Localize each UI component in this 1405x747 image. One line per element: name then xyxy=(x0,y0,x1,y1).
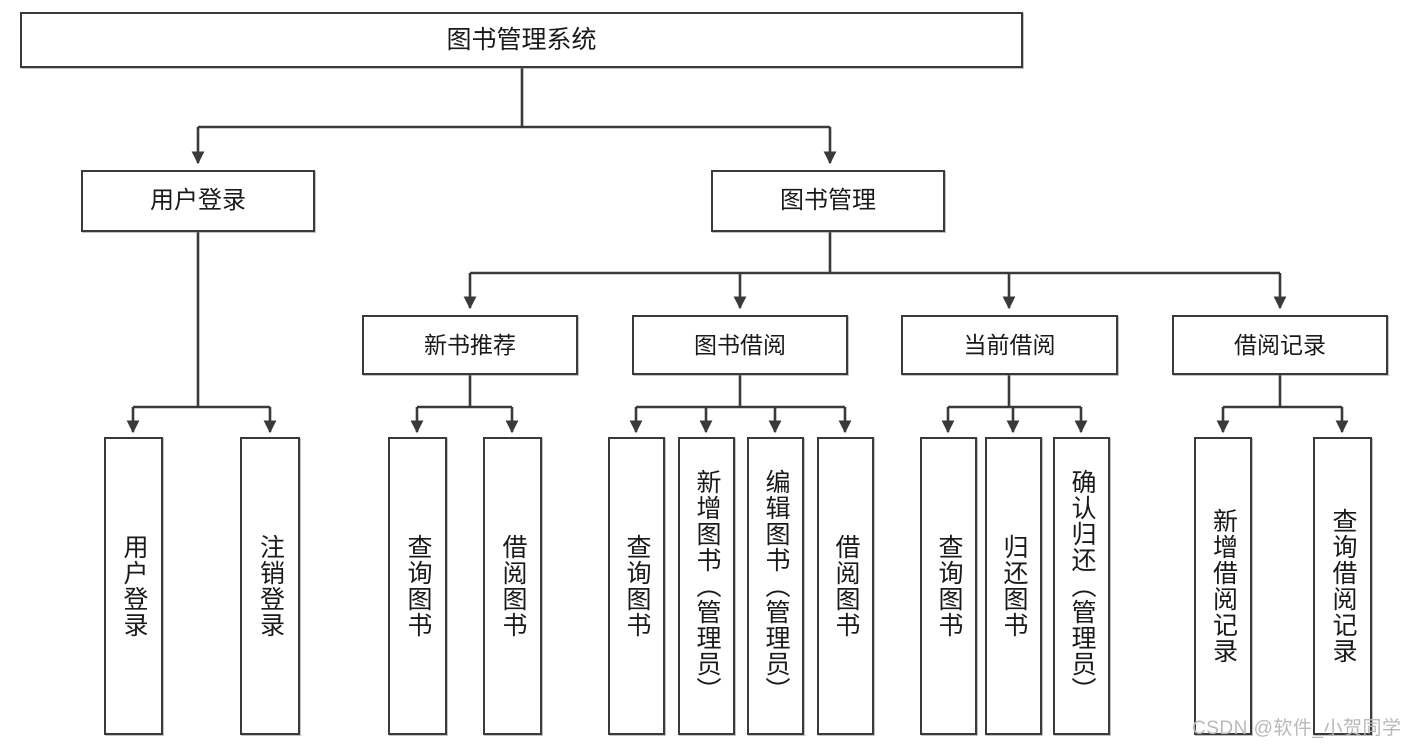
leaf-query-book-1[interactable]: 查询图书 xyxy=(388,437,447,735)
node-root-system[interactable]: 图书管理系统 xyxy=(20,12,1023,68)
node-current-borrow[interactable]: 当前借阅 xyxy=(901,315,1118,375)
node-root-system-label: 图书管理系统 xyxy=(446,25,597,54)
node-user-login[interactable]: 用户登录 xyxy=(81,170,315,232)
leaf-add-borrow-record[interactable]: 新增借阅记录 xyxy=(1194,437,1252,735)
leaf-logout-login[interactable]: 注销登录 xyxy=(240,437,300,735)
node-current-borrow-label: 当前借阅 xyxy=(963,331,1056,358)
leaf-query-book-1-label: 查询图书 xyxy=(404,534,432,638)
leaf-query-borrow-record[interactable]: 查询借阅记录 xyxy=(1313,437,1372,735)
leaf-query-book-2[interactable]: 查询图书 xyxy=(608,437,665,735)
node-book-borrow-label: 图书借阅 xyxy=(694,331,786,358)
leaf-query-book-3-label: 查询图书 xyxy=(935,534,963,638)
node-user-login-label: 用户登录 xyxy=(150,187,246,215)
leaf-add-borrow-record-label: 新增借阅记录 xyxy=(1209,508,1238,664)
leaf-add-book-admin[interactable]: 新增图书（管理员） xyxy=(678,437,735,735)
leaf-confirm-return-admin[interactable]: 确认归还（管理员） xyxy=(1053,437,1110,735)
node-new-book-recommend[interactable]: 新书推荐 xyxy=(362,315,578,375)
node-borrow-record[interactable]: 借阅记录 xyxy=(1172,315,1388,375)
leaf-user-login[interactable]: 用户登录 xyxy=(104,437,163,735)
leaf-return-book-label: 归还图书 xyxy=(1000,534,1028,638)
leaf-query-book-3[interactable]: 查询图书 xyxy=(920,437,977,735)
leaf-borrow-book-2-label: 借阅图书 xyxy=(832,534,860,638)
leaf-confirm-return-admin-label: 确认归还（管理员） xyxy=(1068,469,1096,703)
leaf-borrow-book-1[interactable]: 借阅图书 xyxy=(483,437,542,735)
leaf-query-book-2-label: 查询图书 xyxy=(623,534,651,638)
node-book-manage-label: 图书管理 xyxy=(780,187,876,215)
leaf-user-login-label: 用户登录 xyxy=(120,534,148,638)
leaf-edit-book-admin-label: 编辑图书（管理员） xyxy=(762,469,790,703)
node-book-manage[interactable]: 图书管理 xyxy=(711,170,945,232)
leaf-add-book-admin-label: 新增图书（管理员） xyxy=(693,469,721,703)
leaf-borrow-book-2[interactable]: 借阅图书 xyxy=(817,437,874,735)
leaf-logout-login-label: 注销登录 xyxy=(256,534,285,638)
csdn-watermark: CSDN @软件_小贺同学 xyxy=(1192,718,1402,739)
node-borrow-record-label: 借阅记录 xyxy=(1234,331,1326,358)
leaf-borrow-book-1-label: 借阅图书 xyxy=(499,534,527,638)
leaf-query-borrow-record-label: 查询借阅记录 xyxy=(1329,508,1357,664)
leaf-edit-book-admin[interactable]: 编辑图书（管理员） xyxy=(747,437,804,735)
node-new-book-recommend-label: 新书推荐 xyxy=(424,331,516,358)
node-book-borrow[interactable]: 图书借阅 xyxy=(632,315,848,375)
leaf-return-book[interactable]: 归还图书 xyxy=(985,437,1042,735)
